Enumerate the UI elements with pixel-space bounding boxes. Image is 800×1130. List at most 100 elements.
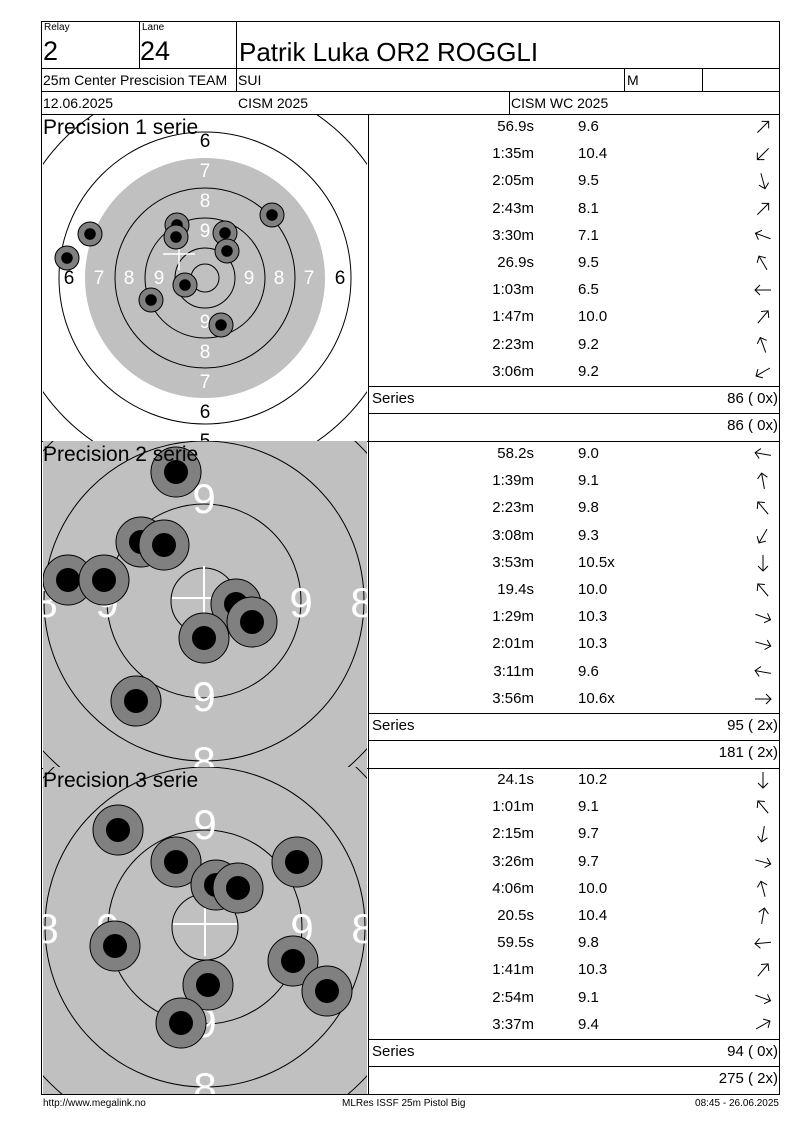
header-divider [702, 68, 703, 91]
header-divider [41, 68, 780, 69]
cumulative-row: 86 ( 0x) [370, 413, 780, 440]
shot-time: 19.4s [497, 581, 534, 598]
shot-score: 9.5 [578, 172, 599, 190]
header-divider [41, 91, 780, 92]
ring-number: 6 [335, 268, 346, 289]
shot-score: 9.1 [578, 988, 599, 1006]
shot-time: 3:53m [492, 553, 534, 571]
series-divider [368, 386, 780, 387]
direction-arrow-icon [757, 310, 770, 324]
cumulative-row: 275 ( 2x) [370, 1066, 780, 1093]
match: CISM WC 2025 [511, 95, 609, 111]
ring-number: 9 [244, 268, 255, 289]
shot-hole-center [179, 279, 191, 291]
direction-arrow-icon [756, 202, 770, 215]
shot-hole-center [92, 568, 116, 592]
direction-arrow-icon [754, 284, 771, 296]
section-divider [41, 441, 780, 442]
section-divider [41, 1094, 780, 1095]
footer-timestamp: 08:45 - 26.06.2025 [695, 1098, 779, 1109]
frame-top [41, 21, 780, 22]
footer-software: MLRes ISSF 25m Pistol Big [342, 1098, 466, 1109]
shot-time: 2:05m [492, 172, 534, 190]
ring-number: 9 [192, 475, 215, 522]
series-title: Precision 2 serie [43, 443, 199, 466]
shot-time: 2:54m [492, 988, 534, 1006]
ring-number: 8 [193, 1064, 216, 1094]
cumulative-total: 275 ( 2x) [718, 1070, 778, 1087]
shot-score: 9.8 [578, 934, 599, 952]
shot-hole-center [84, 228, 96, 240]
direction-arrow-icon [757, 472, 768, 490]
direction-arrow-icon [754, 448, 771, 459]
shot-hole-center [240, 610, 264, 634]
series-label: Series [372, 1043, 415, 1060]
footer-url[interactable]: http://www.megalink.no [43, 1098, 146, 1109]
direction-arrow-icon [756, 501, 769, 515]
date: 12.06.2025 [43, 95, 114, 111]
ring-number: 6 [200, 402, 211, 423]
shot-score: 9.1 [578, 798, 599, 816]
shot-time: 1:01m [492, 798, 534, 816]
ring-number: 8 [274, 268, 285, 289]
shot-score: 9.3 [578, 526, 599, 544]
lane-label: Lane [142, 22, 165, 33]
direction-arrow-icon [756, 255, 768, 271]
shot-hole-center [145, 294, 157, 306]
shot-row: 19.4s 10.0 [370, 577, 780, 604]
direction-arrow-icon [754, 229, 771, 240]
shot-hole-center [219, 227, 231, 239]
cumulative-total: 181 ( 2x) [718, 744, 778, 761]
direction-arrow-icon [755, 613, 772, 624]
shot-row: 1:35m 10.4 [370, 141, 780, 168]
direction-arrow-icon [756, 120, 770, 134]
shot-score: 9.1 [578, 472, 599, 490]
direction-arrow-icon [757, 826, 768, 843]
series-divider [368, 1039, 780, 1040]
ring-number: 7 [200, 161, 211, 182]
direction-arrow-icon [756, 336, 767, 353]
direction-arrow-icon [757, 554, 769, 572]
ring-number: 5 [200, 431, 211, 441]
shot-time: 1:35m [492, 145, 534, 163]
target-ring [44, 767, 366, 1088]
shot-time: 2:01m [492, 635, 534, 653]
shot-score: 6.5 [578, 281, 599, 299]
target-ring [58, 131, 352, 425]
shot-row: 2:54m 9.1 [370, 985, 780, 1012]
frame-right [779, 21, 780, 1095]
shot-hole-center [281, 949, 305, 973]
ring-number: 9 [289, 579, 312, 626]
series-title: Precision 3 serie [43, 769, 199, 792]
shot-score: 10.0 [578, 581, 608, 598]
gender: M [627, 72, 639, 88]
section-divider [368, 767, 369, 1094]
direction-arrow-icon [757, 963, 770, 977]
shot-score: 7.1 [578, 226, 599, 244]
cumulative-row: 181 ( 2x) [370, 740, 780, 767]
ring-number: 9 [154, 268, 165, 289]
series-label: Series [372, 390, 415, 407]
shot-score: 10.4 [578, 145, 608, 163]
shot-time: 3:26m [492, 852, 534, 870]
shot-score: 9.0 [578, 445, 599, 462]
direction-arrow-icon [754, 938, 772, 949]
target-ring [114, 187, 296, 369]
shot-hole-center [164, 460, 188, 484]
ring-number: 8 [43, 905, 59, 952]
shot-hole-center [106, 818, 130, 842]
shot-hole-center [169, 1011, 193, 1035]
